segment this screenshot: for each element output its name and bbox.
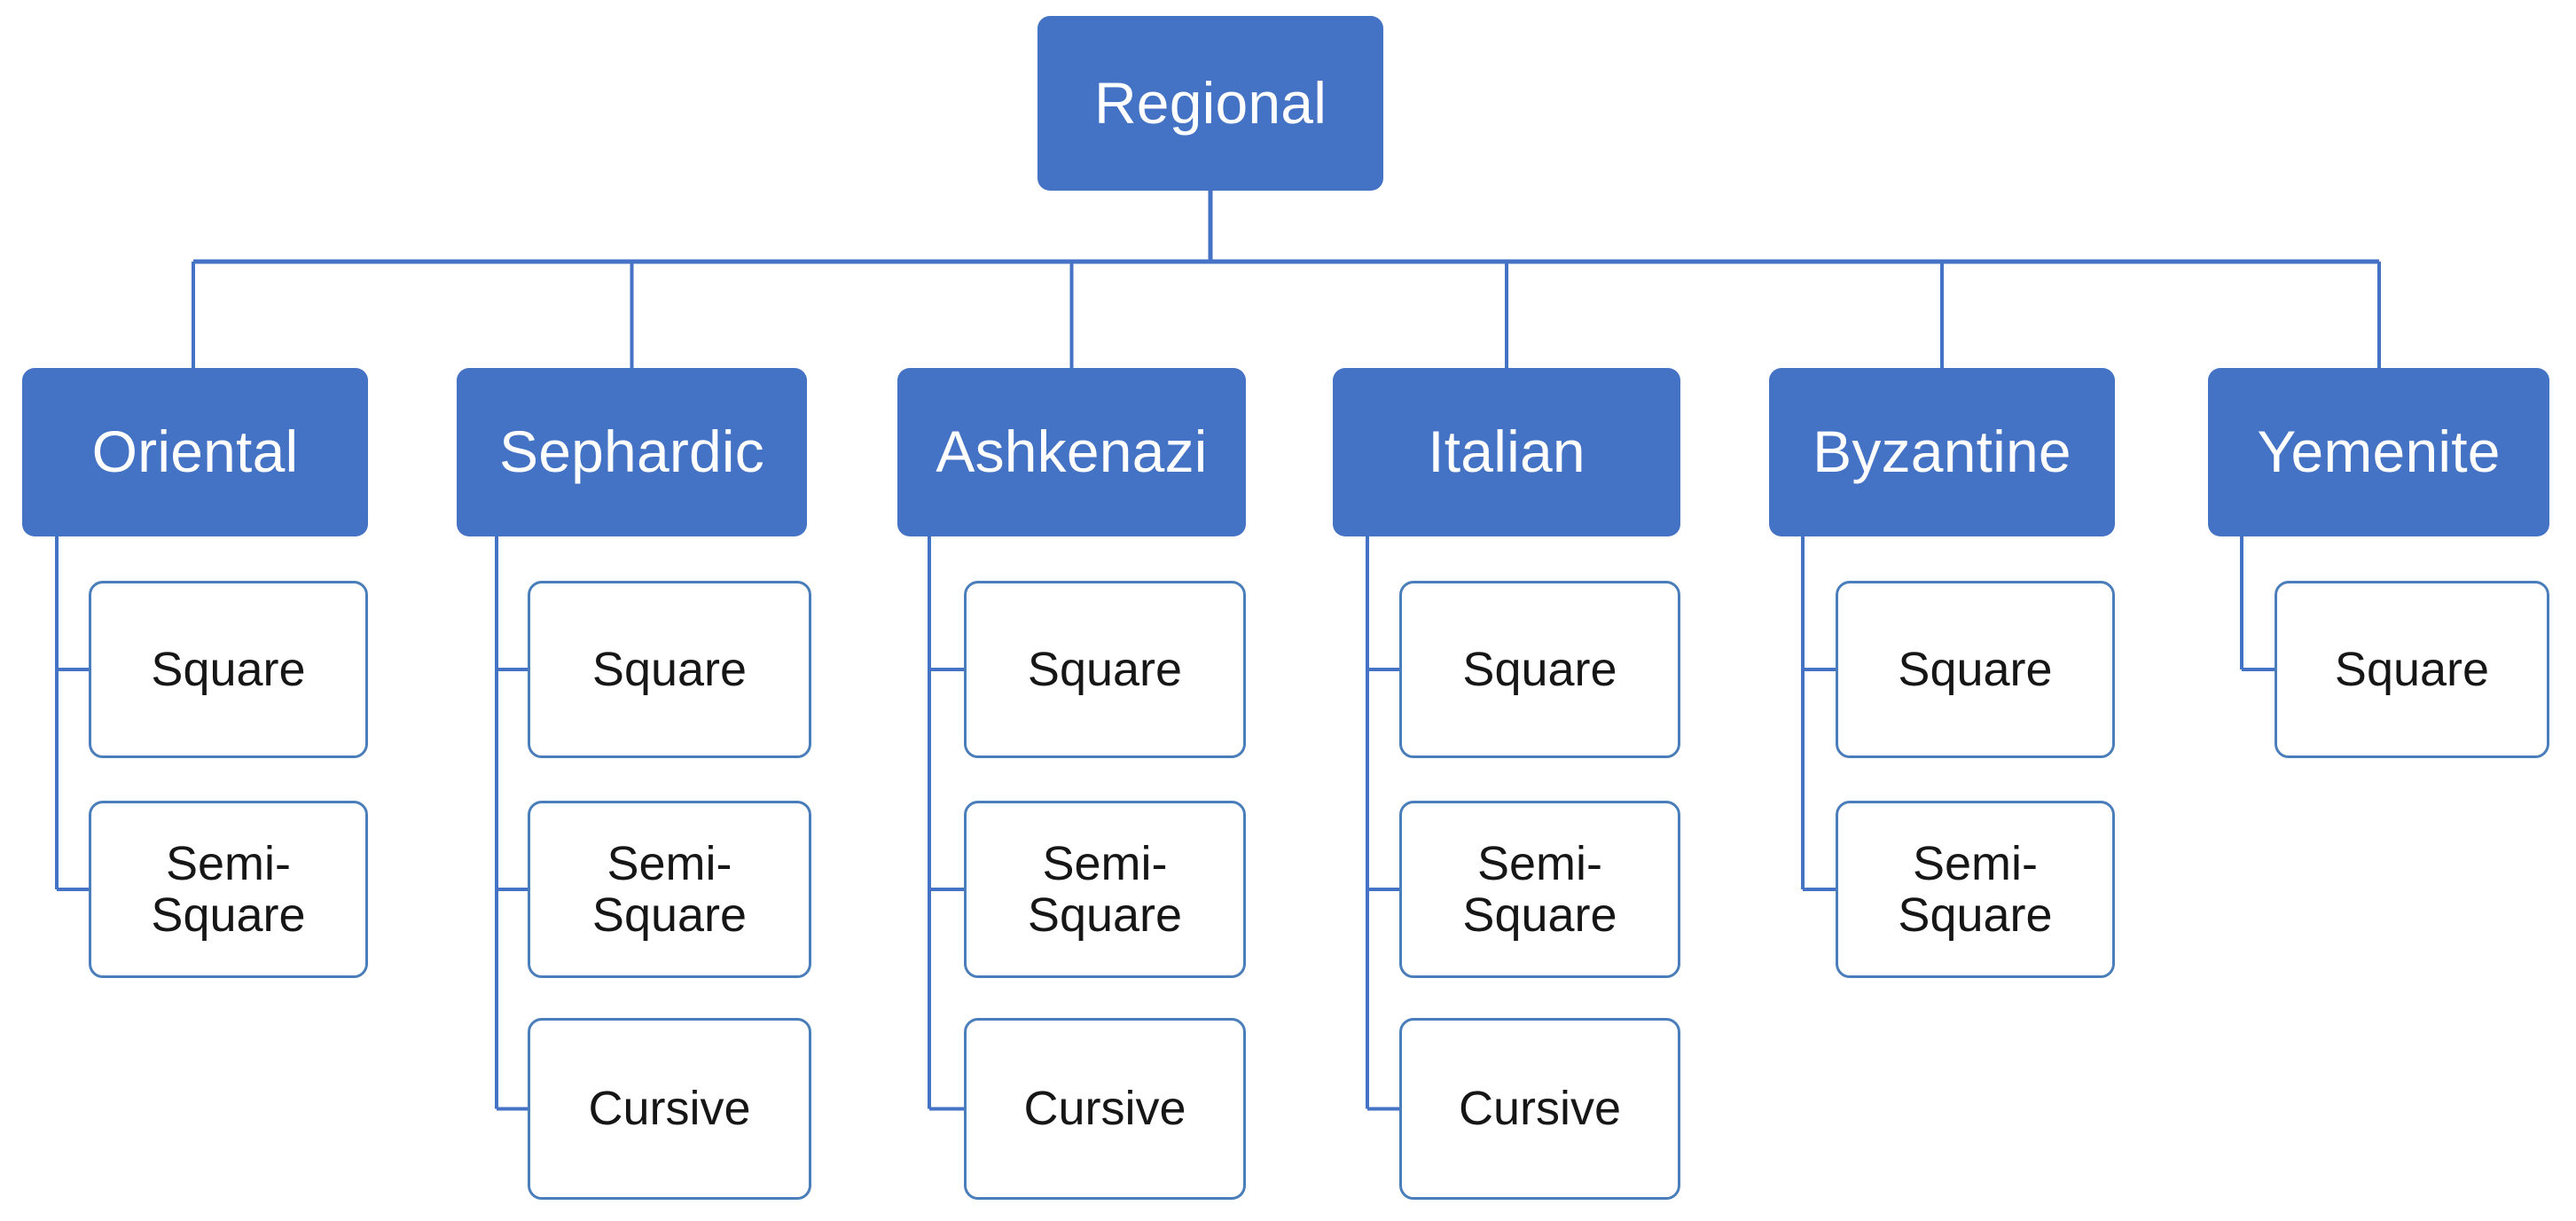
node-leaf-byzantine-square-label: Square bbox=[1898, 642, 2053, 696]
node-branch-ashkenazi[interactable]: Ashkenazi bbox=[897, 368, 1246, 536]
node-leaf-ashkenazi-semi-square[interactable]: Semi-Square bbox=[964, 801, 1246, 978]
node-leaf-italian-cursive[interactable]: Cursive bbox=[1399, 1018, 1680, 1200]
node-leaf-sephardic-square-label: Square bbox=[591, 642, 748, 696]
node-leaf-yemenite-square[interactable]: Square bbox=[2275, 581, 2549, 758]
node-leaf-byzantine-square[interactable]: Square bbox=[1836, 581, 2115, 758]
node-leaf-byzantine-semi-square[interactable]: Semi-Square bbox=[1836, 801, 2115, 978]
node-branch-sephardic[interactable]: Sephardic bbox=[457, 368, 807, 536]
node-leaf-italian-semi-square-label: Semi-Square bbox=[1462, 836, 1617, 942]
node-leaf-sephardic-cursive[interactable]: Cursive bbox=[528, 1018, 811, 1200]
node-branch-byzantine-label: Byzantine bbox=[1813, 419, 2071, 485]
node-branch-italian-label: Italian bbox=[1428, 419, 1586, 485]
node-leaf-italian-cursive-label: Cursive bbox=[1458, 1082, 1622, 1136]
node-root-regional-label: Regional bbox=[1093, 69, 1327, 136]
node-leaf-sephardic-cursive-label: Cursive bbox=[588, 1082, 751, 1136]
node-leaf-italian-square-label: Square bbox=[1462, 642, 1617, 696]
node-leaf-sephardic-semi-square[interactable]: Semi-Square bbox=[528, 801, 811, 978]
node-leaf-oriental-square-label: Square bbox=[151, 642, 306, 696]
node-root-regional[interactable]: Regional bbox=[1037, 16, 1383, 191]
node-leaf-ashkenazi-square[interactable]: Square bbox=[964, 581, 1246, 758]
node-leaf-ashkenazi-cursive[interactable]: Cursive bbox=[964, 1018, 1246, 1200]
node-leaf-italian-semi-square[interactable]: Semi-Square bbox=[1399, 801, 1680, 978]
node-branch-byzantine[interactable]: Byzantine bbox=[1769, 368, 2115, 536]
node-leaf-sephardic-semi-square-label: Semi-Square bbox=[591, 836, 748, 942]
node-branch-ashkenazi-label: Ashkenazi bbox=[936, 419, 1208, 485]
node-leaf-oriental-semi-square[interactable]: Semi-Square bbox=[89, 801, 368, 978]
node-leaf-yemenite-square-label: Square bbox=[2334, 642, 2490, 696]
node-branch-italian[interactable]: Italian bbox=[1333, 368, 1680, 536]
node-leaf-oriental-semi-square-label: Semi-Square bbox=[151, 836, 306, 942]
node-leaf-italian-square[interactable]: Square bbox=[1399, 581, 1680, 758]
node-branch-yemenite-label: Yemenite bbox=[2257, 419, 2501, 485]
node-branch-sephardic-label: Sephardic bbox=[499, 419, 764, 485]
node-leaf-sephardic-square[interactable]: Square bbox=[528, 581, 811, 758]
node-leaf-ashkenazi-square-label: Square bbox=[1027, 642, 1183, 696]
node-leaf-ashkenazi-semi-square-label: Semi-Square bbox=[1027, 836, 1183, 942]
node-leaf-ashkenazi-cursive-label: Cursive bbox=[1023, 1082, 1186, 1136]
node-branch-oriental[interactable]: Oriental bbox=[22, 368, 368, 536]
node-branch-yemenite[interactable]: Yemenite bbox=[2208, 368, 2549, 536]
node-branch-oriental-label: Oriental bbox=[91, 419, 299, 485]
node-leaf-oriental-square[interactable]: Square bbox=[89, 581, 368, 758]
node-leaf-byzantine-semi-square-label: Semi-Square bbox=[1898, 836, 2053, 942]
